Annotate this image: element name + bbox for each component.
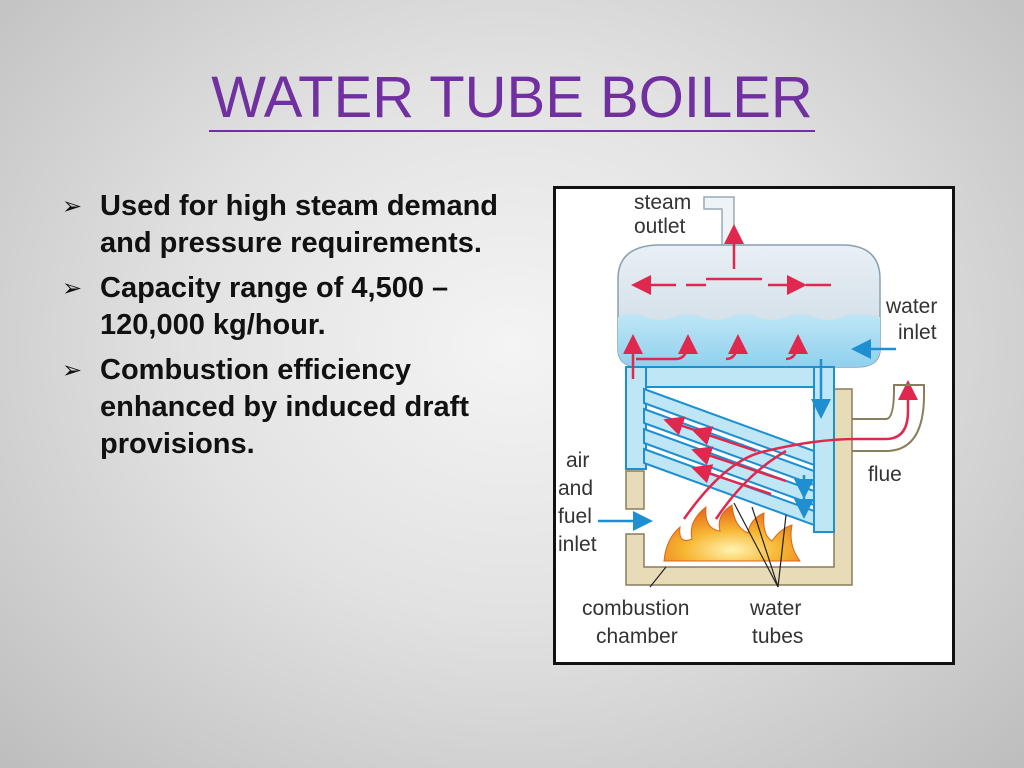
flame-icon bbox=[663, 504, 801, 562]
arrow-bullet-icon: ➢ bbox=[62, 192, 83, 220]
boiler-diagram: steam outlet water inlet air and fuel in… bbox=[553, 186, 955, 665]
label-water-inlet-2: inlet bbox=[898, 321, 937, 344]
bullet-item: ➢Used for high steam demand and pressure… bbox=[62, 190, 499, 259]
leader-lines bbox=[649, 502, 787, 588]
slide-title: WATER TUBE BOILER bbox=[209, 65, 815, 132]
hot-flow-arrows bbox=[623, 224, 918, 520]
flue-duct bbox=[852, 384, 925, 452]
bullet-item: ➢Combustion efficiency enhanced by induc… bbox=[62, 354, 469, 460]
label-and: and bbox=[558, 477, 593, 500]
water-tubes bbox=[643, 387, 815, 527]
label-water-tubes-2: tubes bbox=[752, 625, 803, 648]
water-flow-arrows bbox=[598, 339, 896, 531]
steam-drum bbox=[617, 244, 881, 368]
arrow-bullet-icon: ➢ bbox=[62, 356, 83, 384]
boiler-diagram-svg: steam outlet water inlet air and fuel in… bbox=[558, 191, 937, 648]
label-water-inlet-1: water bbox=[885, 295, 937, 318]
label-outlet: outlet bbox=[634, 215, 686, 238]
arrow-bullet-icon: ➢ bbox=[62, 274, 83, 302]
label-air: air bbox=[566, 449, 589, 472]
label-combustion: combustion bbox=[582, 597, 689, 620]
label-steam: steam bbox=[634, 191, 691, 214]
label-flue: flue bbox=[868, 463, 902, 486]
label-fuel: fuel bbox=[558, 505, 592, 528]
bullet-list: ➢Used for high steam demand and pressure… bbox=[60, 188, 500, 471]
label-water-tubes-1: water bbox=[749, 597, 801, 620]
bullet-item: ➢Capacity range of 4,500 – 120,000 kg/ho… bbox=[62, 272, 449, 341]
label-inlet: inlet bbox=[558, 533, 597, 556]
label-chamber: chamber bbox=[596, 625, 678, 648]
